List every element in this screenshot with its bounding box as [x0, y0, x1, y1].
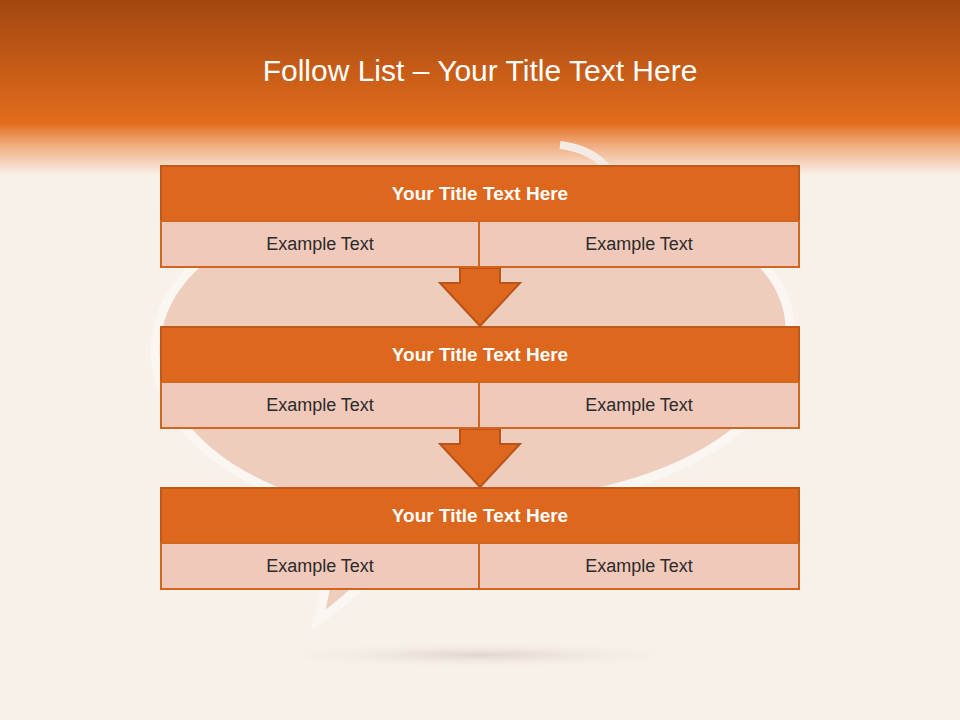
detail-cell: Example Text: [478, 381, 800, 429]
example-text: Example Text: [256, 228, 384, 261]
step-title: Your Title Text Here: [160, 165, 800, 222]
example-text: Example Text: [575, 389, 703, 422]
step-title: Your Title Text Here: [160, 326, 800, 383]
step-group: Your Title Text HereExample Text Example …: [160, 165, 800, 268]
detail-cell: Example Text: [160, 542, 480, 590]
detail-cell: Example Text: [160, 381, 480, 429]
example-text: Example Text: [575, 228, 703, 261]
example-text: Example Text: [256, 389, 384, 422]
detail-cell: Example Text: [160, 220, 480, 268]
step-group: Your Title Text HereExample Text Example …: [160, 326, 800, 429]
down-arrow: [440, 429, 520, 487]
step-title: Your Title Text Here: [160, 487, 800, 544]
detail-cell: Example Text: [478, 220, 800, 268]
slide-title: Follow List – Your Title Text Here: [0, 54, 960, 88]
example-text: Example Text: [575, 550, 703, 583]
down-arrow: [440, 268, 520, 326]
header-band: [0, 0, 960, 175]
bubble-shadow: [250, 641, 710, 669]
detail-cell: Example Text: [478, 542, 800, 590]
example-text: Example Text: [256, 550, 384, 583]
step-group: Your Title Text HereExample Text Example …: [160, 487, 800, 590]
